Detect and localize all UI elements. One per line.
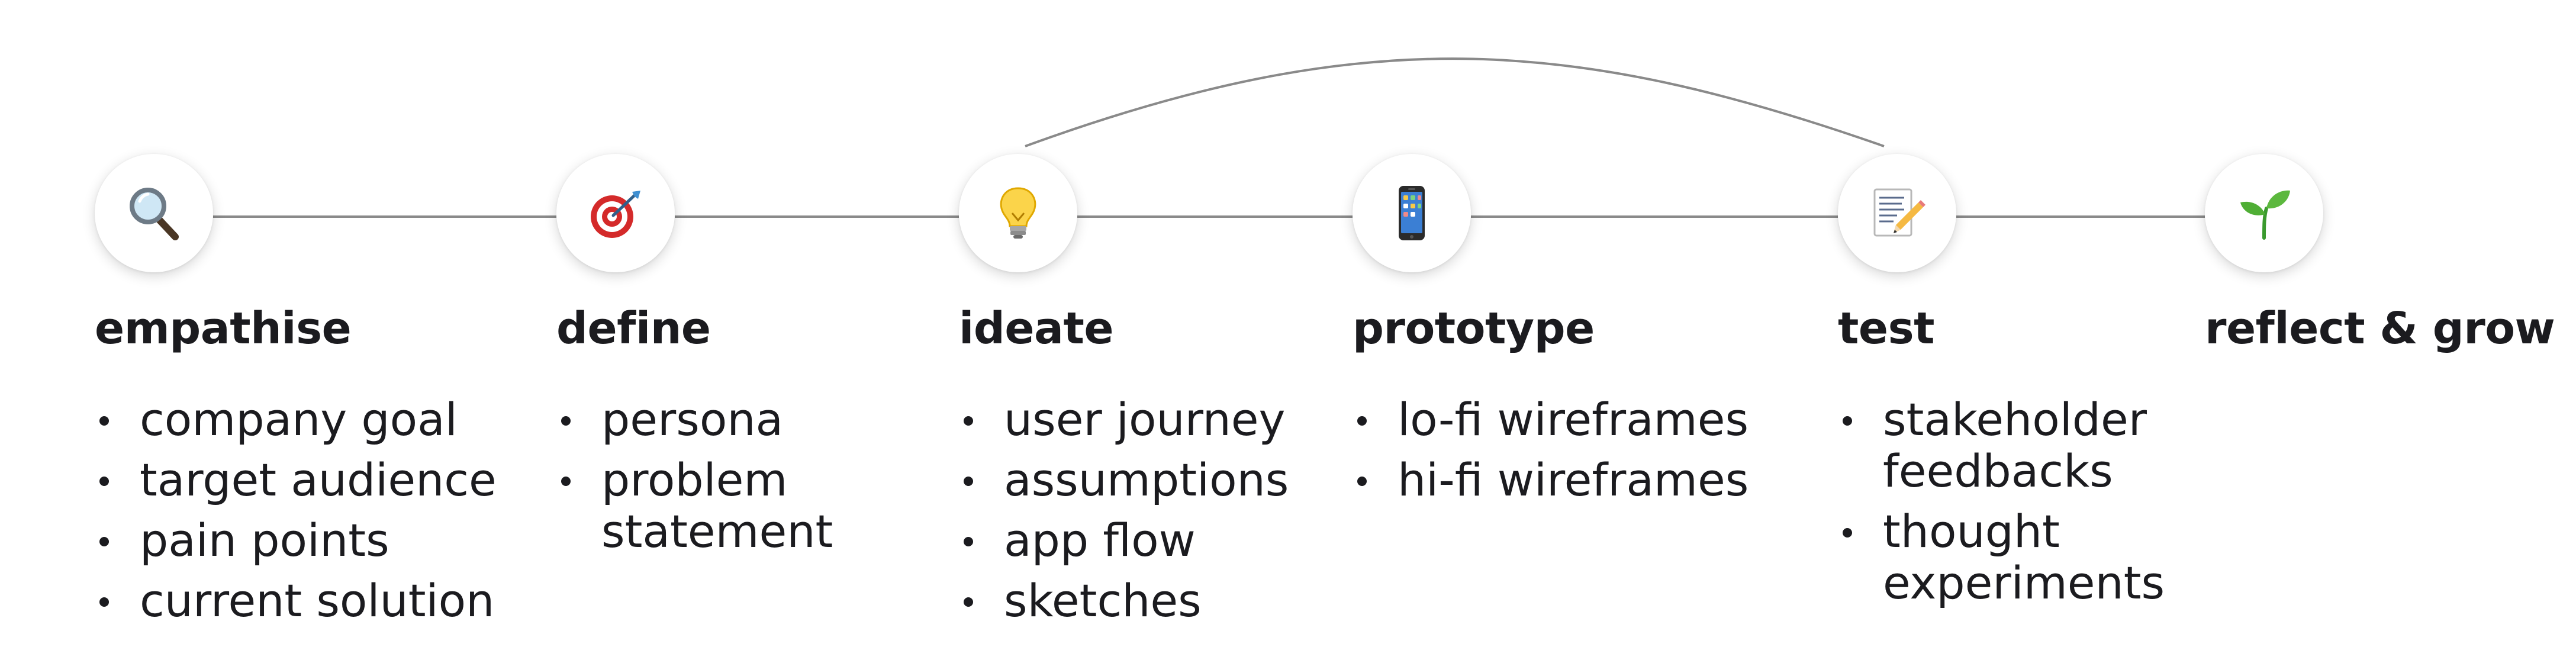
stage-node-test bbox=[1838, 154, 1956, 272]
list-item: app flow bbox=[963, 514, 1289, 566]
list-item: target audience bbox=[99, 453, 497, 506]
stage-items-define: persona problem statement bbox=[556, 394, 850, 566]
stage-title-reflect-grow: reflect & grow bbox=[2205, 303, 2555, 354]
list-item: thought experiments bbox=[1843, 506, 2191, 609]
stage-title-prototype: prototype bbox=[1353, 303, 1595, 354]
target-dart-icon bbox=[591, 191, 640, 238]
list-item: problem statement bbox=[561, 454, 850, 557]
stage-node-prototype bbox=[1353, 154, 1471, 272]
memo-pencil-icon bbox=[1873, 188, 1925, 237]
list-item: user journey bbox=[963, 394, 1289, 445]
stage-title-ideate: ideate bbox=[959, 303, 1114, 354]
list-item: assumptions bbox=[963, 453, 1289, 506]
list-item: company goal bbox=[99, 394, 497, 445]
stage-node-define bbox=[556, 154, 675, 272]
list-item: stakeholder feedbacks bbox=[1843, 394, 2191, 497]
stage-items-test: stakeholder feedbacks thought experiment… bbox=[1838, 394, 2191, 617]
stage-items-ideate: user journey assumptions app flow sketch… bbox=[959, 394, 1289, 635]
list-item: lo-fi wireframes bbox=[1357, 393, 1749, 446]
stage-items-empathise: company goal target audience pain points… bbox=[95, 394, 497, 635]
mobile-phone-icon bbox=[1399, 186, 1425, 240]
iteration-loop-arc bbox=[1025, 57, 1885, 147]
light-bulb-icon bbox=[1000, 187, 1036, 239]
stage-items-prototype: lo-fi wireframes hi-fi wireframes bbox=[1353, 394, 1749, 514]
stage-node-empathise bbox=[95, 154, 213, 272]
stage-title-empathise: empathise bbox=[95, 303, 352, 354]
stage-title-define: define bbox=[556, 303, 711, 354]
stage-node-reflect-grow bbox=[2205, 154, 2323, 272]
list-item: hi-fi wireframes bbox=[1357, 453, 1749, 506]
list-item: current solution bbox=[99, 575, 497, 626]
stage-title-test: test bbox=[1838, 303, 1934, 354]
stage-node-ideate bbox=[959, 154, 1077, 272]
list-item: sketches bbox=[963, 575, 1289, 626]
seedling-icon bbox=[2240, 190, 2290, 240]
magnifying-glass-icon bbox=[130, 188, 179, 240]
list-item: persona bbox=[561, 394, 850, 445]
list-item: pain points bbox=[99, 514, 497, 566]
